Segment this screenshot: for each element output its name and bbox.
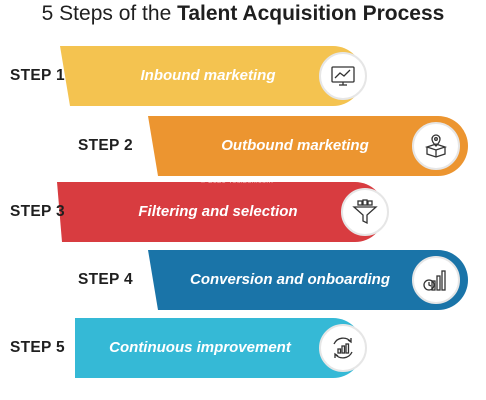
- step-1-text: Inbound marketing: [140, 67, 276, 84]
- marketing-dashboard-icon: [319, 52, 367, 100]
- step-1-band: [60, 46, 363, 106]
- title-bold: Talent Acquisition Process: [177, 2, 445, 25]
- step-5-label: STEP 5: [10, 339, 65, 356]
- step-3-band: [57, 182, 385, 242]
- step-5-text: Continuous improvement: [109, 339, 291, 356]
- step-5-band: [75, 318, 363, 378]
- step-3-label: STEP 3: [10, 203, 65, 220]
- step-2-band: [148, 116, 468, 176]
- step-4-text: Conversion and onboarding: [189, 271, 390, 288]
- title-regular: 5 Steps of the: [41, 2, 178, 25]
- step-4-band: [148, 250, 468, 310]
- step-3-text: Filtering and selection: [138, 203, 298, 220]
- growth-chart-clock-icon: [412, 256, 460, 304]
- box-location-icon: [412, 122, 460, 170]
- step-2-text: Outbound marketing: [221, 137, 369, 154]
- page-title: 5 Steps of the Talent Acquisition Proces…: [0, 0, 486, 28]
- step-1-label: STEP 1: [10, 67, 65, 84]
- watermark: © 2020 Toolbox.com: [200, 176, 273, 185]
- step-2-label: STEP 2: [78, 137, 133, 154]
- funnel-icon: [341, 188, 389, 236]
- step-4-label: STEP 4: [78, 271, 133, 288]
- cycle-growth-icon: [319, 324, 367, 372]
